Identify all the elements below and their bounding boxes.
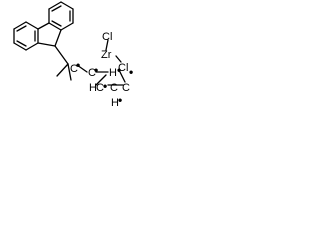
radical-dot-right: •: [129, 65, 133, 79]
chemical-structure: Cl Zr Cl C • C • H • • H C • C C H •: [13, 1, 133, 109]
fluorene-five-ring: [37, 22, 62, 47]
bridge-bonds: [54, 45, 88, 81]
radical-dot-ring-2: •: [103, 79, 107, 93]
zr-cl-bonds: [105, 39, 122, 63]
radical-dot-h-3: •: [118, 93, 122, 107]
atom-label-c-ring-4: C: [122, 82, 130, 94]
atom-label-h-2: H: [89, 82, 97, 94]
atom-label-c-ring-1: C: [88, 67, 96, 79]
atom-label-zr: Zr: [101, 49, 112, 61]
cyclopentadienyl-bonds: [95, 71, 126, 86]
fluorene-left-ring: [13, 21, 39, 51]
atom-label-cl-right: Cl: [118, 62, 128, 74]
fluorene-right-ring: [48, 1, 74, 31]
atom-label-cl-top: Cl: [102, 31, 112, 43]
atom-label-c-bridge: C: [70, 63, 78, 75]
atom-label-c-ring-2: C: [96, 82, 104, 94]
atom-label-c-ring-3: C: [110, 82, 118, 94]
radical-dot-bridge: •: [76, 58, 80, 72]
atom-label-h-3: H: [111, 97, 119, 109]
radical-dot-ring-1: •: [94, 63, 98, 77]
radical-dot-h-1: •: [117, 63, 121, 77]
atom-label-h-1: H: [109, 67, 117, 79]
